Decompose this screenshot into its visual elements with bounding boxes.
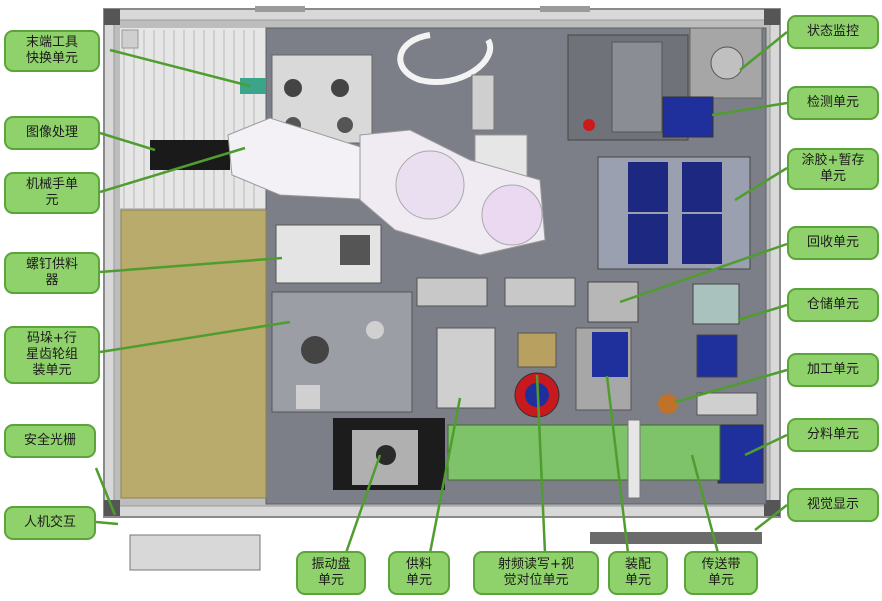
label-detection: 检测单元 (787, 86, 879, 120)
label-vision-display: 视觉显示 (787, 488, 879, 522)
robot-arm (227, 117, 546, 256)
robot-cable (397, 32, 494, 85)
left-slat-panel (120, 28, 266, 208)
stacking-gear-module (271, 291, 413, 413)
detection-module (662, 96, 714, 138)
label-glue-storage: 涂胶+暂存 单元 (787, 148, 879, 190)
vision-display-panel (590, 532, 762, 544)
processing-part (658, 394, 678, 414)
label-recycle: 回收单元 (787, 226, 879, 260)
label-assembly: 装配 单元 (608, 551, 668, 595)
processing-rail (696, 392, 758, 416)
label-hmi: 人机交互 (4, 506, 96, 540)
assembly-module (575, 327, 632, 411)
label-light-curtain: 安全光栅 (4, 424, 96, 458)
screw-feeder-module (275, 224, 382, 284)
glue-storage-module (597, 156, 751, 270)
status-monitor-unit (567, 27, 763, 141)
label-robot-arm: 机械手单 元 (4, 172, 100, 214)
label-rfid-vision: 射频读写+视 觉对位单元 (473, 551, 599, 595)
vibration-plate-module (333, 418, 445, 490)
label-screw-feed: 螺钉供料 器 (4, 252, 100, 294)
label-status-monitor: 状态监控 (787, 15, 879, 49)
bracket-right (504, 277, 576, 307)
cable-connector (471, 74, 495, 131)
label-feeding: 供料 单元 (388, 551, 450, 595)
label-tool-change: 末端工具 快换单元 (4, 30, 100, 72)
label-stacking-gear: 码垛+行 星齿轮组 装单元 (4, 326, 100, 384)
yellow-mat (120, 209, 267, 499)
recycle-module (587, 281, 639, 323)
warehouse-module (692, 283, 740, 378)
label-conveyor: 传送带 单元 (684, 551, 758, 595)
label-warehouse: 仓储单元 (787, 288, 879, 322)
feeding-module (436, 327, 496, 409)
label-sorting: 分料单元 (787, 418, 879, 452)
hmi-panel (129, 534, 261, 571)
label-image-processing: 图像处理 (4, 116, 100, 150)
leader-lines (94, 31, 788, 554)
sorting-module (717, 424, 764, 484)
label-processing: 加工单元 (787, 353, 879, 387)
conveyor-belt (447, 419, 721, 499)
label-vibration-plate: 振动盘 单元 (296, 551, 366, 595)
bracket-left (416, 277, 488, 307)
